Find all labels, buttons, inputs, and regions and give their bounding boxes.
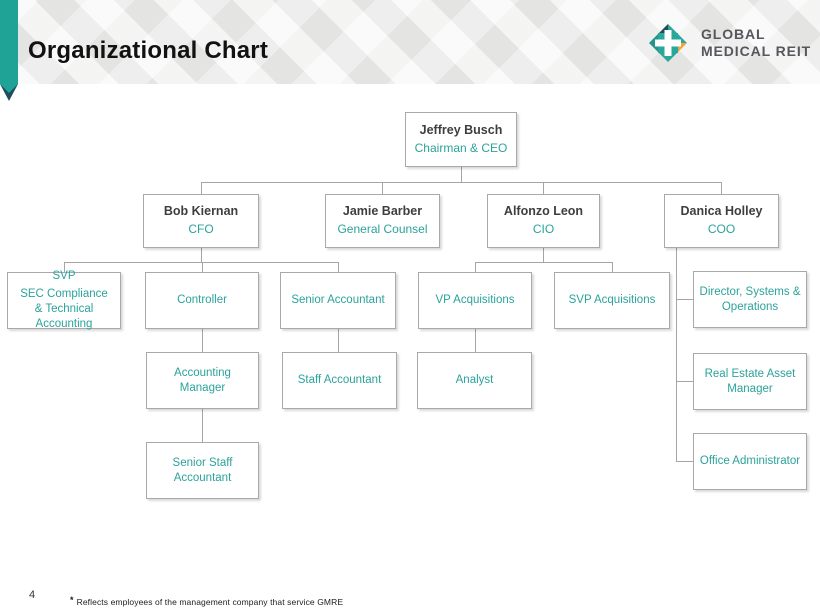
company-logo: GLOBAL MEDICAL REIT xyxy=(646,21,811,65)
org-node-analyst: Analyst xyxy=(417,352,532,409)
role-subtitle: SEC Compliance & Technical Accounting xyxy=(20,288,108,330)
org-node-real-estate-asset-manager: Real Estate Asset Manager xyxy=(693,353,807,410)
role-title: Director, Systems & Operations xyxy=(699,285,801,313)
person-name: Bob Kiernan xyxy=(163,204,239,219)
org-node-office-administrator: Office Administrator xyxy=(693,433,807,490)
connector xyxy=(676,299,693,300)
org-node-director-systems-operations: Director, Systems & Operations xyxy=(693,271,807,328)
logo-line1: GLOBAL xyxy=(701,26,766,42)
role-title: Analyst xyxy=(455,374,494,387)
person-name: Jeffrey Busch xyxy=(419,122,503,137)
role-title: Staff Accountant xyxy=(297,374,382,387)
accent-bar xyxy=(0,0,18,84)
org-node-coo: Danica Holley COO xyxy=(664,194,779,248)
connector xyxy=(201,182,722,183)
connector xyxy=(202,262,203,272)
org-node-senior-accountant: Senior Accountant xyxy=(280,272,396,329)
person-name: Jamie Barber xyxy=(342,204,423,219)
role-title: Senior Staff Accountant xyxy=(172,456,233,484)
role-title: Office Administrator xyxy=(699,455,801,468)
role-title: Real Estate Asset Manager xyxy=(704,367,796,395)
connector xyxy=(475,262,613,263)
role-title: Senior Accountant xyxy=(291,294,385,307)
accent-arrow-teal xyxy=(0,84,18,93)
connector xyxy=(543,182,544,194)
role-title: VP Acquisitions xyxy=(435,294,515,307)
global-medical-reit-logo-icon xyxy=(649,24,687,62)
person-title: Chairman & CEO xyxy=(414,140,508,155)
connector xyxy=(475,262,476,272)
connector xyxy=(338,262,339,272)
org-node-controller: Controller xyxy=(145,272,259,329)
connector xyxy=(202,409,203,442)
footnote-marker: * xyxy=(70,595,74,605)
org-node-general-counsel: Jamie Barber General Counsel xyxy=(325,194,440,248)
connector xyxy=(612,262,613,272)
role-title: SVP SEC Compliance & Technical Accountin… xyxy=(20,269,108,332)
connector xyxy=(64,262,65,272)
person-title: General Counsel xyxy=(337,222,428,237)
company-logo-text: GLOBAL MEDICAL REIT xyxy=(701,26,811,60)
person-name: Alfonzo Leon xyxy=(503,204,584,219)
connector xyxy=(201,182,202,194)
connector xyxy=(338,329,339,352)
org-node-staff-accountant: Staff Accountant xyxy=(282,352,397,409)
connector xyxy=(721,182,722,194)
org-node-cfo: Bob Kiernan CFO xyxy=(143,194,259,248)
page-title: Organizational Chart xyxy=(28,37,269,64)
connector xyxy=(201,248,202,262)
org-node-cio: Alfonzo Leon CIO xyxy=(487,194,600,248)
person-title: CIO xyxy=(532,222,555,237)
connector xyxy=(676,248,677,462)
org-node-vp-acquisitions: VP Acquisitions xyxy=(418,272,532,329)
connector xyxy=(461,167,462,182)
connector xyxy=(202,329,203,352)
footnote: *Reflects employees of the management co… xyxy=(70,595,343,607)
role-title: Accounting Manager xyxy=(174,366,231,394)
role-title: Controller xyxy=(177,294,227,307)
role-line: SVP xyxy=(52,270,76,283)
person-title: CFO xyxy=(188,222,214,237)
person-title: COO xyxy=(707,222,736,237)
role-title: SVP Acquisitions xyxy=(568,294,656,307)
org-node-ceo: Jeffrey Busch Chairman & CEO xyxy=(405,112,517,167)
connector xyxy=(382,182,383,194)
page-number: 4 xyxy=(29,589,36,601)
org-node-accounting-manager: Accounting Manager xyxy=(146,352,259,409)
org-node-svp-acquisitions: SVP Acquisitions xyxy=(554,272,670,329)
logo-line2: MEDICAL REIT xyxy=(701,43,812,59)
org-node-senior-staff-accountant: Senior Staff Accountant xyxy=(146,442,259,499)
footnote-text: Reflects employees of the management com… xyxy=(76,597,344,607)
org-node-svp-sec-compliance: SVP SEC Compliance & Technical Accountin… xyxy=(7,269,121,332)
connector xyxy=(676,381,693,382)
connector xyxy=(676,461,693,462)
connector xyxy=(543,248,544,262)
person-name: Danica Holley xyxy=(680,204,763,219)
connector xyxy=(475,329,476,352)
connector xyxy=(64,262,339,263)
